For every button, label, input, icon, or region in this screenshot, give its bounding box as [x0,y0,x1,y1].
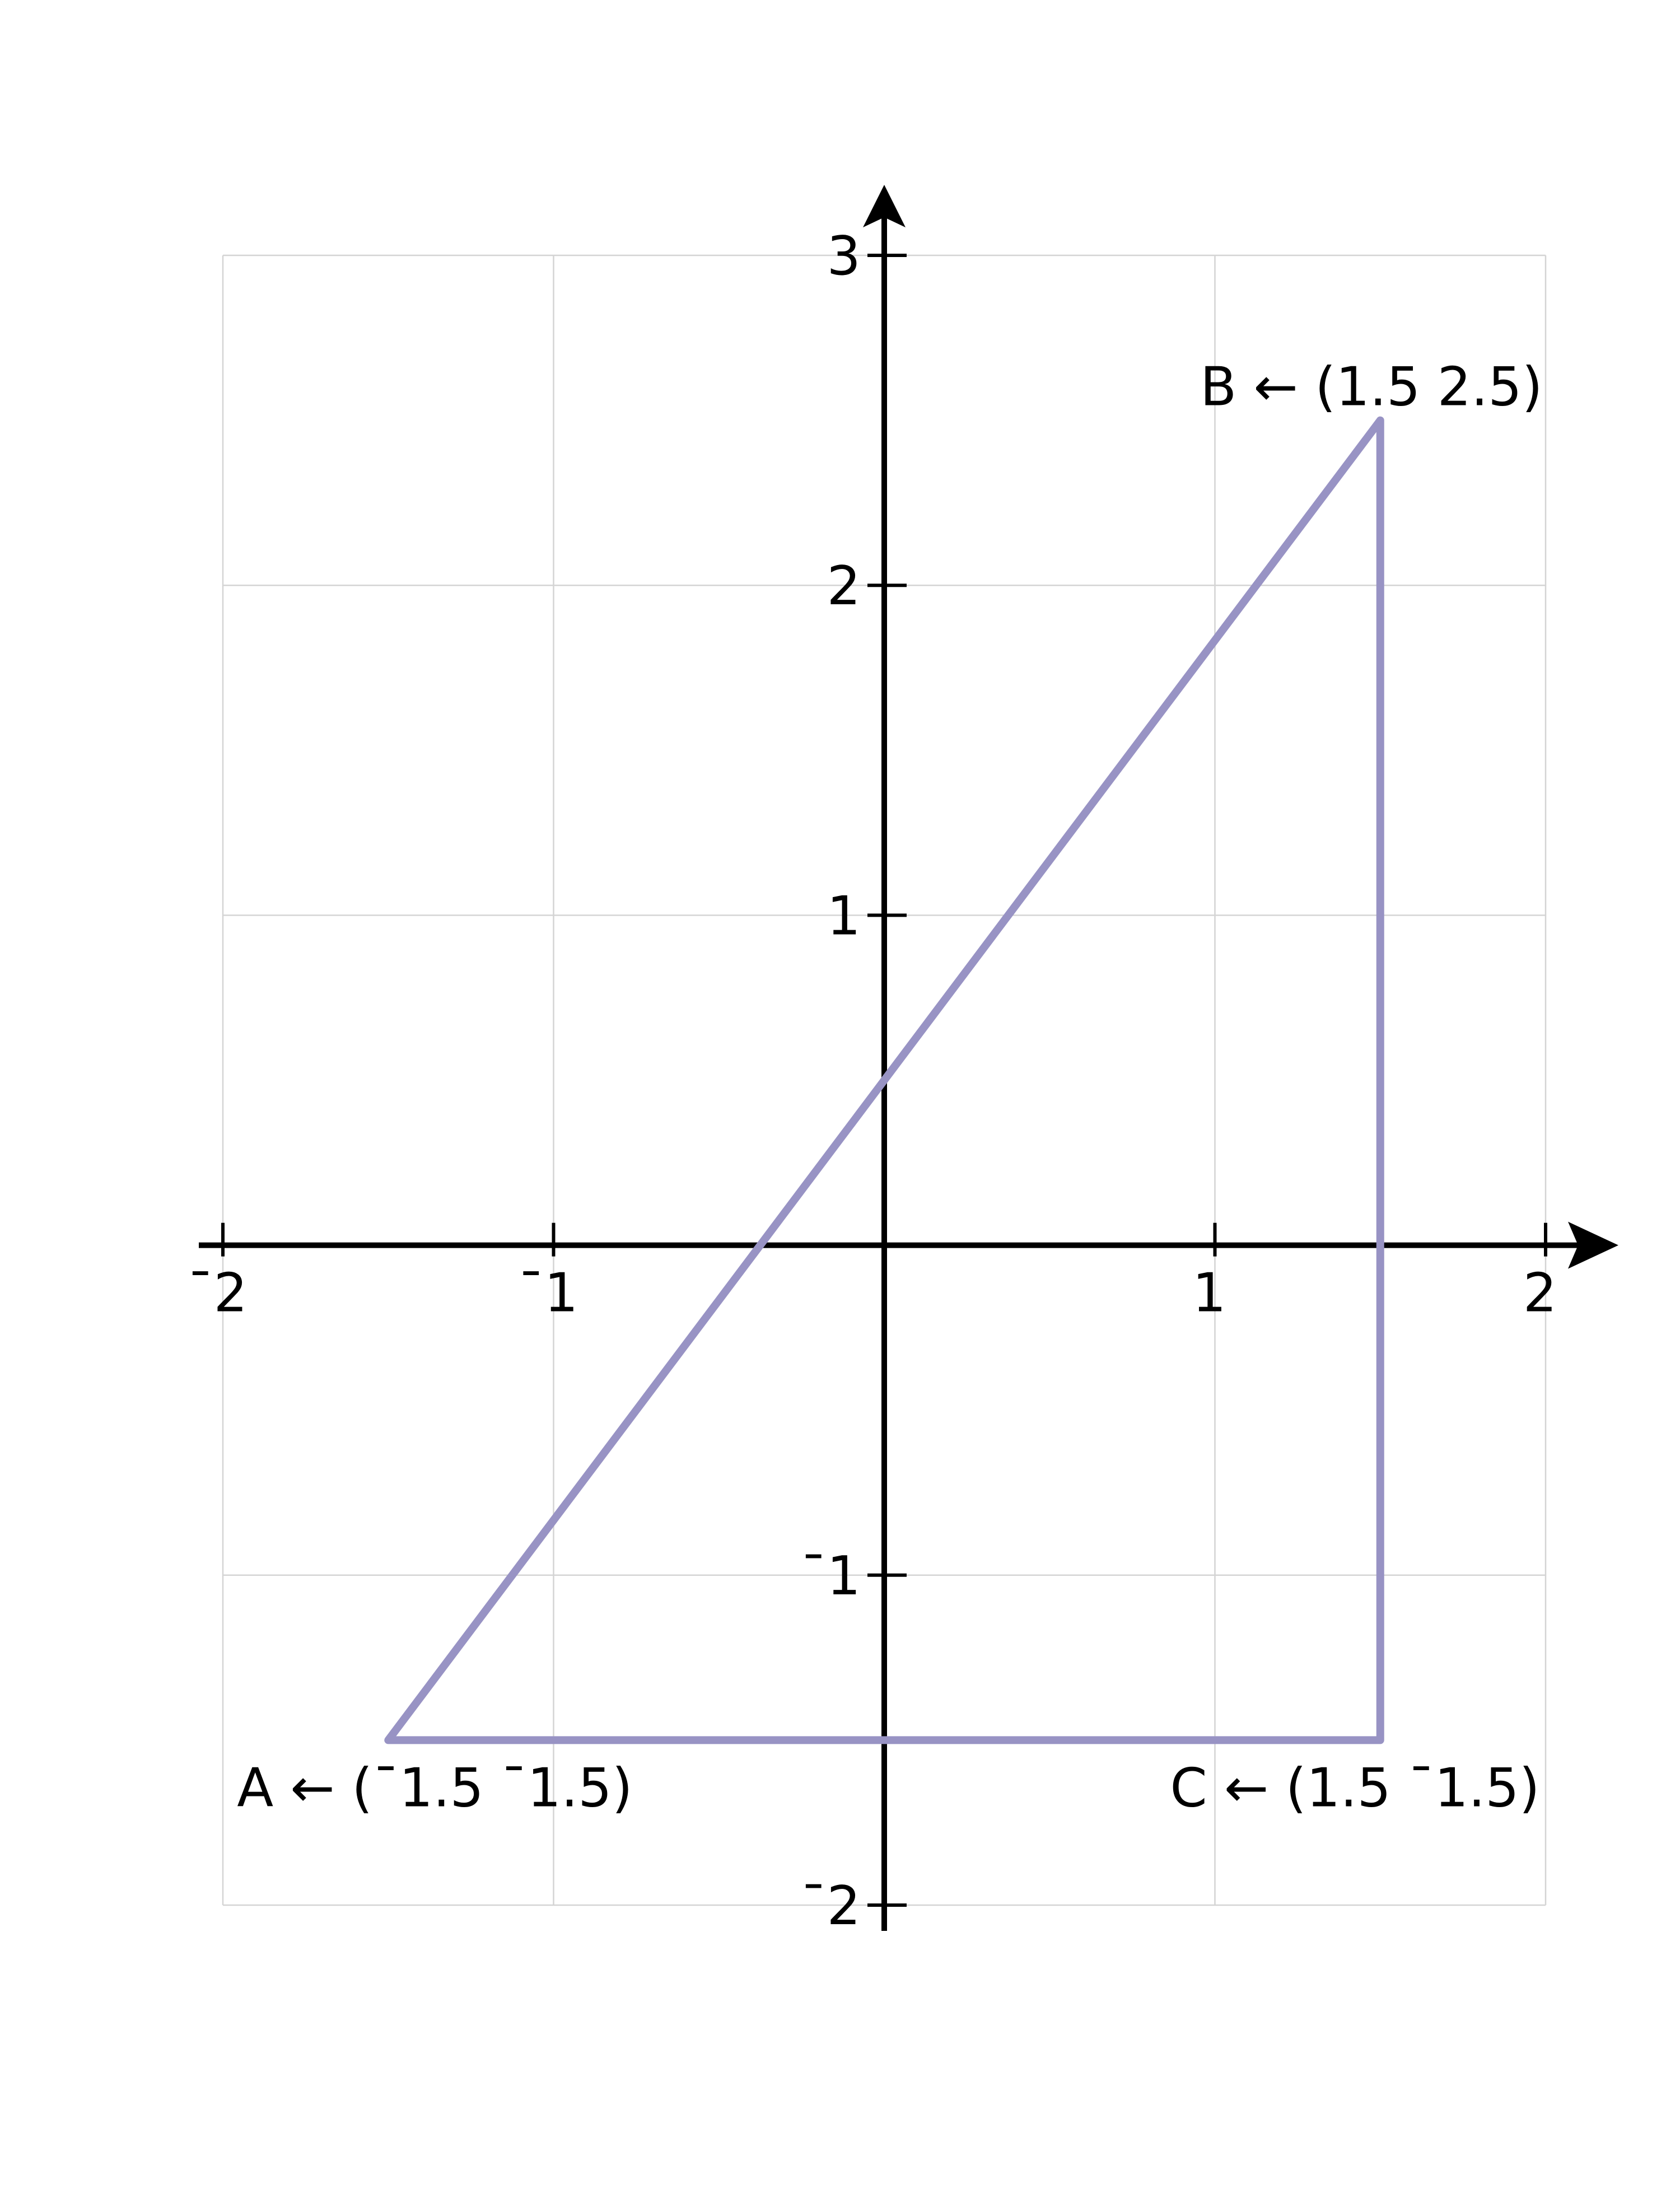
y-axis-arrowhead [863,185,906,227]
x-tick-label: 1 [1192,1263,1226,1324]
x-tick-label: ¯1 [518,1263,578,1324]
x-tick-label: 2 [1523,1263,1557,1324]
point-label-c: C ← (1.5 ¯1.5) [1170,1757,1539,1819]
x-tick-label: ¯2 [187,1263,248,1324]
axes [199,185,1618,1931]
triangle-abc [384,416,1384,1744]
ticks: ¯2 ¯1 1 2 3 2 1 ¯1 ¯2 [187,226,1557,1937]
x-axis-arrowhead [1568,1221,1618,1269]
point-label-a: A ← (¯1.5 ¯1.5) [237,1757,632,1819]
point-labels: A ← (¯1.5 ¯1.5) B ← (1.5 2.5) C ← (1.5 ¯1.… [237,357,1543,1819]
y-tick-label: 3 [827,226,861,287]
y-tick-label: 1 [827,885,861,947]
y-tick-label: ¯1 [800,1546,861,1607]
point-label-b: B ← (1.5 2.5) [1200,357,1543,418]
y-tick-label: ¯2 [800,1875,861,1937]
y-tick-label: 2 [827,556,861,617]
triangle-shape-group [384,416,1384,1744]
